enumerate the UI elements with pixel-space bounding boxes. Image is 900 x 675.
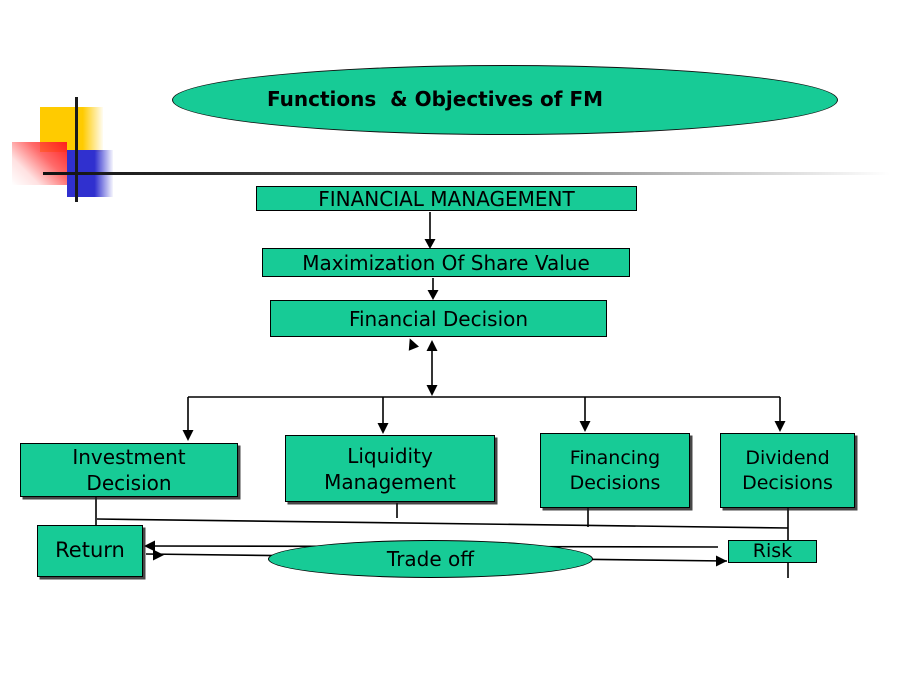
node-risk: Risk [728, 540, 817, 563]
node-financial-decision: Financial Decision [270, 300, 607, 337]
arrowhead-into-return [144, 540, 155, 552]
node-maximization-of-share-value: Maximization Of Share Value [262, 248, 630, 277]
node-return: Return [37, 525, 143, 577]
node-financing-decisions: Financing Decisions [540, 433, 690, 508]
arrowhead-liquidity [377, 423, 389, 434]
node-liquidity-management: Liquidity Management [285, 435, 495, 502]
title-ellipse [172, 65, 838, 135]
arrowhead-stray-up [408, 338, 419, 351]
arrowhead-double-down [426, 385, 438, 396]
slide-title: Functions & Objectives of FM [266, 87, 604, 111]
slant-investment-to-dividend [96, 518, 789, 529]
arrowhead-near-return [153, 549, 164, 561]
arrowhead-investment [182, 430, 194, 441]
decor-red-square [12, 142, 67, 185]
arrowhead-double-up [426, 340, 438, 351]
arrowhead-dividend [774, 421, 786, 432]
arrowhead-maximization-to-decision [427, 290, 439, 300]
arrowhead-into-risk [716, 555, 727, 567]
node-trade-off: Trade off [268, 540, 593, 578]
node-financial-management: FINANCIAL MANAGEMENT [256, 186, 637, 211]
decor-vertical-line [75, 97, 78, 202]
node-investment-decision: Investment Decision [20, 443, 238, 497]
node-dividend-decisions: Dividend Decisions [720, 433, 855, 508]
arrowhead-fm-to-maximization [424, 239, 436, 249]
arrowhead-financing [579, 421, 591, 432]
decor-horizontal-rule [43, 172, 890, 175]
